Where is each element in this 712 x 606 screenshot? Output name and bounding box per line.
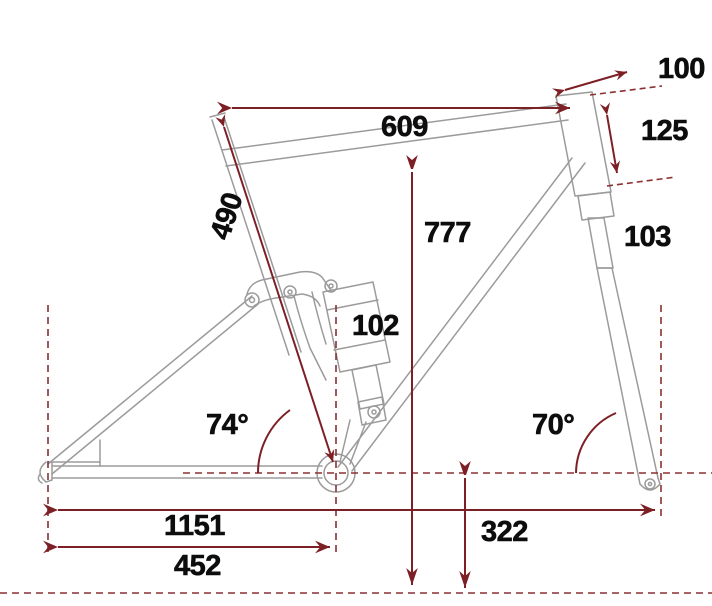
rear-dropout bbox=[37, 439, 101, 484]
dim-label-609: 609 bbox=[381, 111, 429, 143]
dim-label-1151: 1151 bbox=[164, 510, 226, 542]
down-tube bbox=[337, 157, 586, 472]
dim-label-100: 100 bbox=[658, 53, 706, 85]
seat-tube-angle-arc bbox=[257, 409, 291, 474]
dim-line-125 bbox=[599, 102, 621, 174]
fork bbox=[587, 217, 661, 491]
head-tube-angle-arc bbox=[575, 412, 617, 474]
rear-shock bbox=[322, 281, 391, 426]
head-tube-bottom-ref bbox=[606, 176, 677, 187]
dim-label-seat-tube-angle: 74° bbox=[206, 409, 249, 441]
rocker-link bbox=[244, 270, 338, 381]
head-tube bbox=[555, 91, 615, 221]
dim-label-102: 102 bbox=[352, 310, 400, 342]
dim-line-100 bbox=[552, 70, 628, 99]
dim-label-322: 322 bbox=[481, 516, 529, 548]
chain-stay bbox=[51, 465, 323, 479]
dimension-lines bbox=[43, 70, 655, 588]
dim-label-head-tube-angle: 70° bbox=[532, 409, 575, 441]
head-tube-top-ref bbox=[589, 85, 663, 96]
dim-label-777: 777 bbox=[424, 217, 472, 249]
dim-line-490 bbox=[215, 113, 335, 463]
dim-label-452: 452 bbox=[174, 550, 222, 582]
dim-label-125: 125 bbox=[641, 115, 689, 147]
seat-stay bbox=[47, 295, 259, 475]
dim-label-103: 103 bbox=[624, 221, 672, 253]
